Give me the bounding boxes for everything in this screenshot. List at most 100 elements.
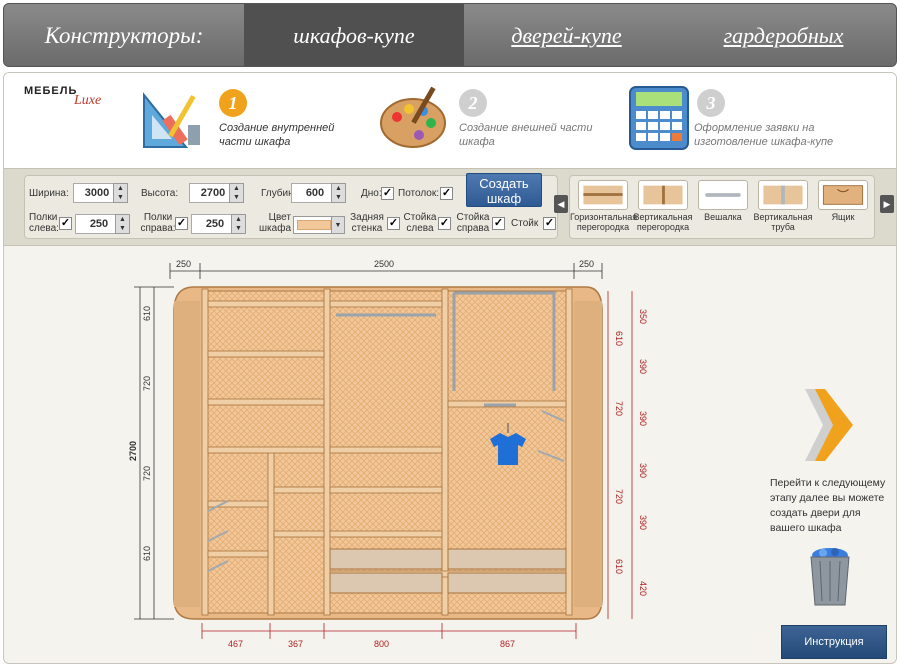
- dimension-lines: [134, 263, 603, 620]
- dim-right-outer-5: 390: [638, 515, 648, 530]
- color-label: Цвет шкафа: [259, 212, 291, 234]
- color-select[interactable]: ▼: [293, 216, 345, 234]
- dim-left-4: 610: [142, 546, 152, 561]
- bottom-label: Дно:: [361, 188, 382, 199]
- width-spinner[interactable]: ▲▼: [113, 183, 128, 203]
- chevron-up-icon: ▲: [233, 184, 240, 192]
- chevron-down-icon: ▼: [335, 193, 342, 201]
- chevron-down-icon: ▼: [235, 224, 242, 232]
- palette-vertical-tube[interactable]: Вертикальная труба: [754, 180, 812, 234]
- palette-vertical-divider[interactable]: Вертикальная перегородка: [634, 180, 692, 234]
- tab-doors[interactable]: дверей-купе: [511, 23, 622, 48]
- tab-dressing-rooms[interactable]: гардеробных: [723, 23, 844, 48]
- dim-bottom-3: 800: [374, 639, 389, 649]
- dim-right-inner-4: 610: [614, 559, 624, 574]
- dimension-labels: 250 2500 250 2700 610 720 720 610 350 39…: [128, 259, 648, 649]
- palette-horizontal-divider[interactable]: Горизонтальная перегородка: [570, 180, 637, 234]
- step-1-text[interactable]: Создание внутренней части шкафа: [219, 122, 335, 148]
- width-input[interactable]: 3000: [73, 183, 121, 203]
- next-step-arrow-icon[interactable]: [801, 385, 861, 465]
- dim-bottom-4: 867: [500, 639, 515, 649]
- shirt-icon: [490, 423, 526, 465]
- dim-top-right: 250: [579, 259, 594, 269]
- left-side-shelves[interactable]: [174, 301, 200, 607]
- dim-right-inner-2: 720: [614, 401, 624, 416]
- post-checkbox[interactable]: ✓: [543, 217, 556, 230]
- dim-bottom-2: 367: [288, 639, 303, 649]
- drawer-icon: [818, 180, 868, 210]
- trash-bin-icon[interactable]: [805, 545, 855, 609]
- vertical-tube-icon: [758, 180, 808, 210]
- height-spinner[interactable]: ▲▼: [229, 183, 244, 203]
- parameters-toolbar: Ширина: 3000 ▲▼ Высота: 2700 ▲▼ Глубина:…: [4, 168, 896, 246]
- right-shelves-input[interactable]: 250: [191, 214, 239, 234]
- width-label: Ширина:: [29, 188, 69, 199]
- top-checkbox[interactable]: ✓: [440, 187, 453, 200]
- instruction-button[interactable]: Инструкция: [781, 625, 887, 659]
- vertical-divider-icon: [638, 180, 688, 210]
- wardrobe-drawing: 250 2500 250 2700 610 720 720 610 350 39…: [128, 259, 648, 649]
- left-post-checkbox[interactable]: ✓: [438, 217, 451, 230]
- hanger-rails[interactable]: [336, 291, 556, 407]
- dim-right-outer-2: 390: [638, 359, 648, 374]
- paint-palette-icon: [380, 86, 446, 148]
- height-label: Высота:: [141, 188, 179, 199]
- shoe-rack[interactable]: [207, 410, 565, 572]
- create-wardrobe-button[interactable]: Создать шкаф: [466, 173, 542, 207]
- dim-right-outer-3: 390: [638, 411, 648, 426]
- left-post-label: Стойка слева: [403, 212, 437, 234]
- depth-input[interactable]: 600: [291, 183, 339, 203]
- nav-prefix: Конструкторы:: [44, 23, 204, 48]
- chevron-down-icon: ▼: [331, 217, 344, 233]
- dim-left-3: 720: [142, 466, 152, 481]
- bottom-checkbox[interactable]: ✓: [381, 187, 394, 200]
- right-side-shelves[interactable]: [574, 301, 602, 607]
- chevron-up-icon: ▲: [119, 215, 126, 223]
- constructor-nav: Конструкторы: шкафов-купе дверей-купе га…: [3, 3, 897, 67]
- dim-right-outer-1: 350: [638, 309, 648, 324]
- palette-prev-button[interactable]: ◀: [554, 195, 568, 213]
- step-1-number[interactable]: 1: [219, 89, 247, 117]
- right-post-checkbox[interactable]: ✓: [492, 217, 505, 230]
- left-shelves-input[interactable]: 250: [75, 214, 123, 234]
- brand-logo: МЕБЕЛЬ Luxe: [24, 85, 102, 108]
- step-2-text[interactable]: Создание внешней части шкафа: [459, 122, 593, 148]
- palette-next-button[interactable]: ▶: [880, 195, 894, 213]
- step-2-number[interactable]: 2: [459, 89, 487, 117]
- dim-total-height: 2700: [128, 441, 138, 461]
- top-label: Потолок:: [398, 188, 440, 199]
- color-swatch: [297, 220, 331, 230]
- chevron-up-icon: ▲: [335, 184, 342, 192]
- height-input[interactable]: 2700: [189, 183, 237, 203]
- drawer-boxes[interactable]: [329, 548, 567, 594]
- chevron-up-icon: ▲: [235, 215, 242, 223]
- palette-hanger[interactable]: Вешалка: [696, 180, 750, 234]
- depth-spinner[interactable]: ▲▼: [331, 183, 346, 203]
- wardrobe-panels[interactable]: [201, 288, 573, 616]
- chevron-right-icon: ▶: [883, 198, 891, 209]
- dim-right-outer-4: 390: [638, 463, 648, 478]
- tab-wardrobes[interactable]: шкафов-купе: [244, 4, 464, 66]
- dim-left-2: 720: [142, 376, 152, 391]
- ruler-triangle-icon: [143, 92, 200, 148]
- left-shelves-spinner[interactable]: ▲▼: [115, 214, 130, 234]
- right-shelves-label: Полки справа:: [140, 212, 176, 234]
- dim-right-outer-6: 420: [638, 581, 648, 596]
- palette-drawer[interactable]: Ящик: [816, 180, 870, 234]
- next-step-hint: Перейти к следующему этапу далее вы може…: [770, 477, 886, 534]
- left-shelves-checkbox[interactable]: ✓: [59, 217, 72, 230]
- left-shelves-label: Полки слева:: [29, 212, 59, 234]
- right-shelves-spinner[interactable]: ▲▼: [231, 214, 246, 234]
- red-dimension-lines: [201, 291, 633, 639]
- step-3-text[interactable]: Оформление заявки на изготовление шкафа-…: [694, 122, 834, 148]
- right-shelves-checkbox[interactable]: ✓: [175, 217, 188, 230]
- steps-header: МЕБЕЛЬ Luxe 1 Создание внутренней части …: [4, 73, 896, 168]
- dim-top-left: 250: [176, 259, 191, 269]
- back-wall-checkbox[interactable]: ✓: [387, 217, 400, 230]
- element-palette: Горизонтальная перегородка Вертикальная …: [569, 175, 875, 239]
- horizontal-divider-icon: [578, 180, 628, 210]
- calculator-icon: [629, 86, 689, 150]
- constructor-panel: МЕБЕЛЬ Luxe 1 Создание внутренней части …: [3, 72, 897, 664]
- dim-right-inner-3: 720: [614, 489, 624, 504]
- step-3-number[interactable]: 3: [697, 89, 725, 117]
